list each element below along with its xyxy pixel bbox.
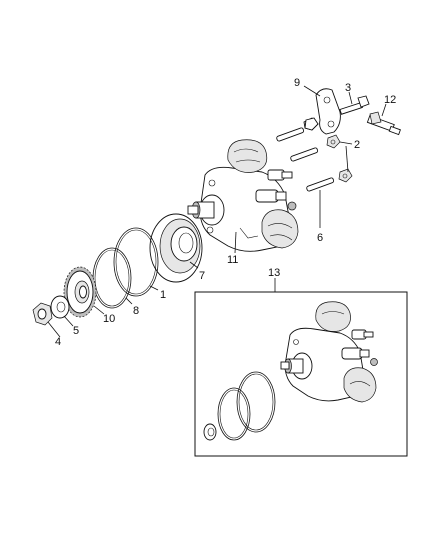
seal-cup-part [149,213,203,283]
callout-1: 1 [160,289,166,301]
callout-5: 5 [73,325,79,337]
callout-11: 11 [227,254,238,266]
hex-nut [32,302,53,326]
callout-13: 13 [268,267,280,279]
callout-9: 9 [294,77,300,89]
drive-gear [63,266,97,318]
inset-o-rings [217,371,276,441]
assembly-inset-box [194,291,408,457]
inset-pump-assembly [280,301,378,403]
o-ring-large [113,227,159,297]
inset-clip [203,423,217,441]
callout-6: 6 [317,232,323,244]
washer [50,295,70,319]
washers-2 [304,117,353,183]
callout-3: 3 [345,82,351,94]
callout-7: 7 [199,270,205,282]
o-ring-small [92,247,132,309]
callout-12: 12 [384,94,396,106]
callout-4: 4 [55,336,61,348]
callout-2: 2 [354,139,360,151]
sensor-12 [366,111,401,136]
callout-10: 10 [103,313,115,325]
dowel-pins [276,127,335,192]
leader-lines [47,85,387,338]
callout-8: 8 [133,305,139,317]
fuel-pump-assembly [187,139,299,252]
bolt-3 [339,95,370,115]
